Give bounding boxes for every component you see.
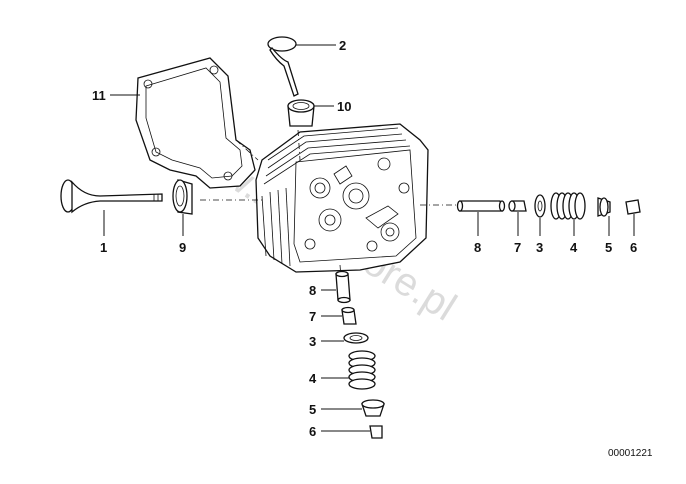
callout-9: 9 <box>179 240 186 255</box>
valve-top <box>267 36 299 97</box>
spring-seat-lower-right <box>534 194 546 218</box>
callout-10: 10 <box>337 99 351 114</box>
cylinder-head-gasket <box>135 57 256 189</box>
valve-cotter-right <box>625 199 641 215</box>
valve-seat-ring-top <box>287 99 315 127</box>
valve-stem-seal-right <box>508 200 527 212</box>
valve-guide-bottom <box>335 270 351 304</box>
callout-8-bottom: 8 <box>309 283 316 298</box>
callout-1: 1 <box>100 240 107 255</box>
callout-5-right: 5 <box>605 240 612 255</box>
callout-7-right: 7 <box>514 240 521 255</box>
valve-spring-right <box>550 192 586 220</box>
callout-6-bottom: 6 <box>309 424 316 439</box>
diagram-reference-number: 00001221 <box>608 448 653 459</box>
callout-6-right: 6 <box>630 240 637 255</box>
callout-3-right: 3 <box>536 240 543 255</box>
callout-7-bottom: 7 <box>309 309 316 324</box>
spring-retainer-bottom <box>361 399 385 417</box>
callout-3-bottom: 3 <box>309 334 316 349</box>
valve-spring-bottom <box>348 350 376 390</box>
spring-retainer-right <box>597 197 611 217</box>
valve-seat-ring-left <box>172 179 193 215</box>
cylinder-head <box>255 123 429 273</box>
callout-5-bottom: 5 <box>309 402 316 417</box>
callout-4-bottom: 4 <box>309 371 317 386</box>
callout-2: 2 <box>339 38 346 53</box>
valve-cotter-bottom <box>369 425 383 439</box>
callout-4-right: 4 <box>570 240 578 255</box>
spring-seat-lower-bottom <box>343 332 369 344</box>
callout-8-right: 8 <box>474 240 481 255</box>
valve-left <box>60 179 163 214</box>
valve-guide-right <box>456 200 506 212</box>
leader-lines <box>103 44 635 432</box>
valve-stem-seal-bottom <box>341 306 357 325</box>
callout-11: 11 <box>92 88 106 103</box>
